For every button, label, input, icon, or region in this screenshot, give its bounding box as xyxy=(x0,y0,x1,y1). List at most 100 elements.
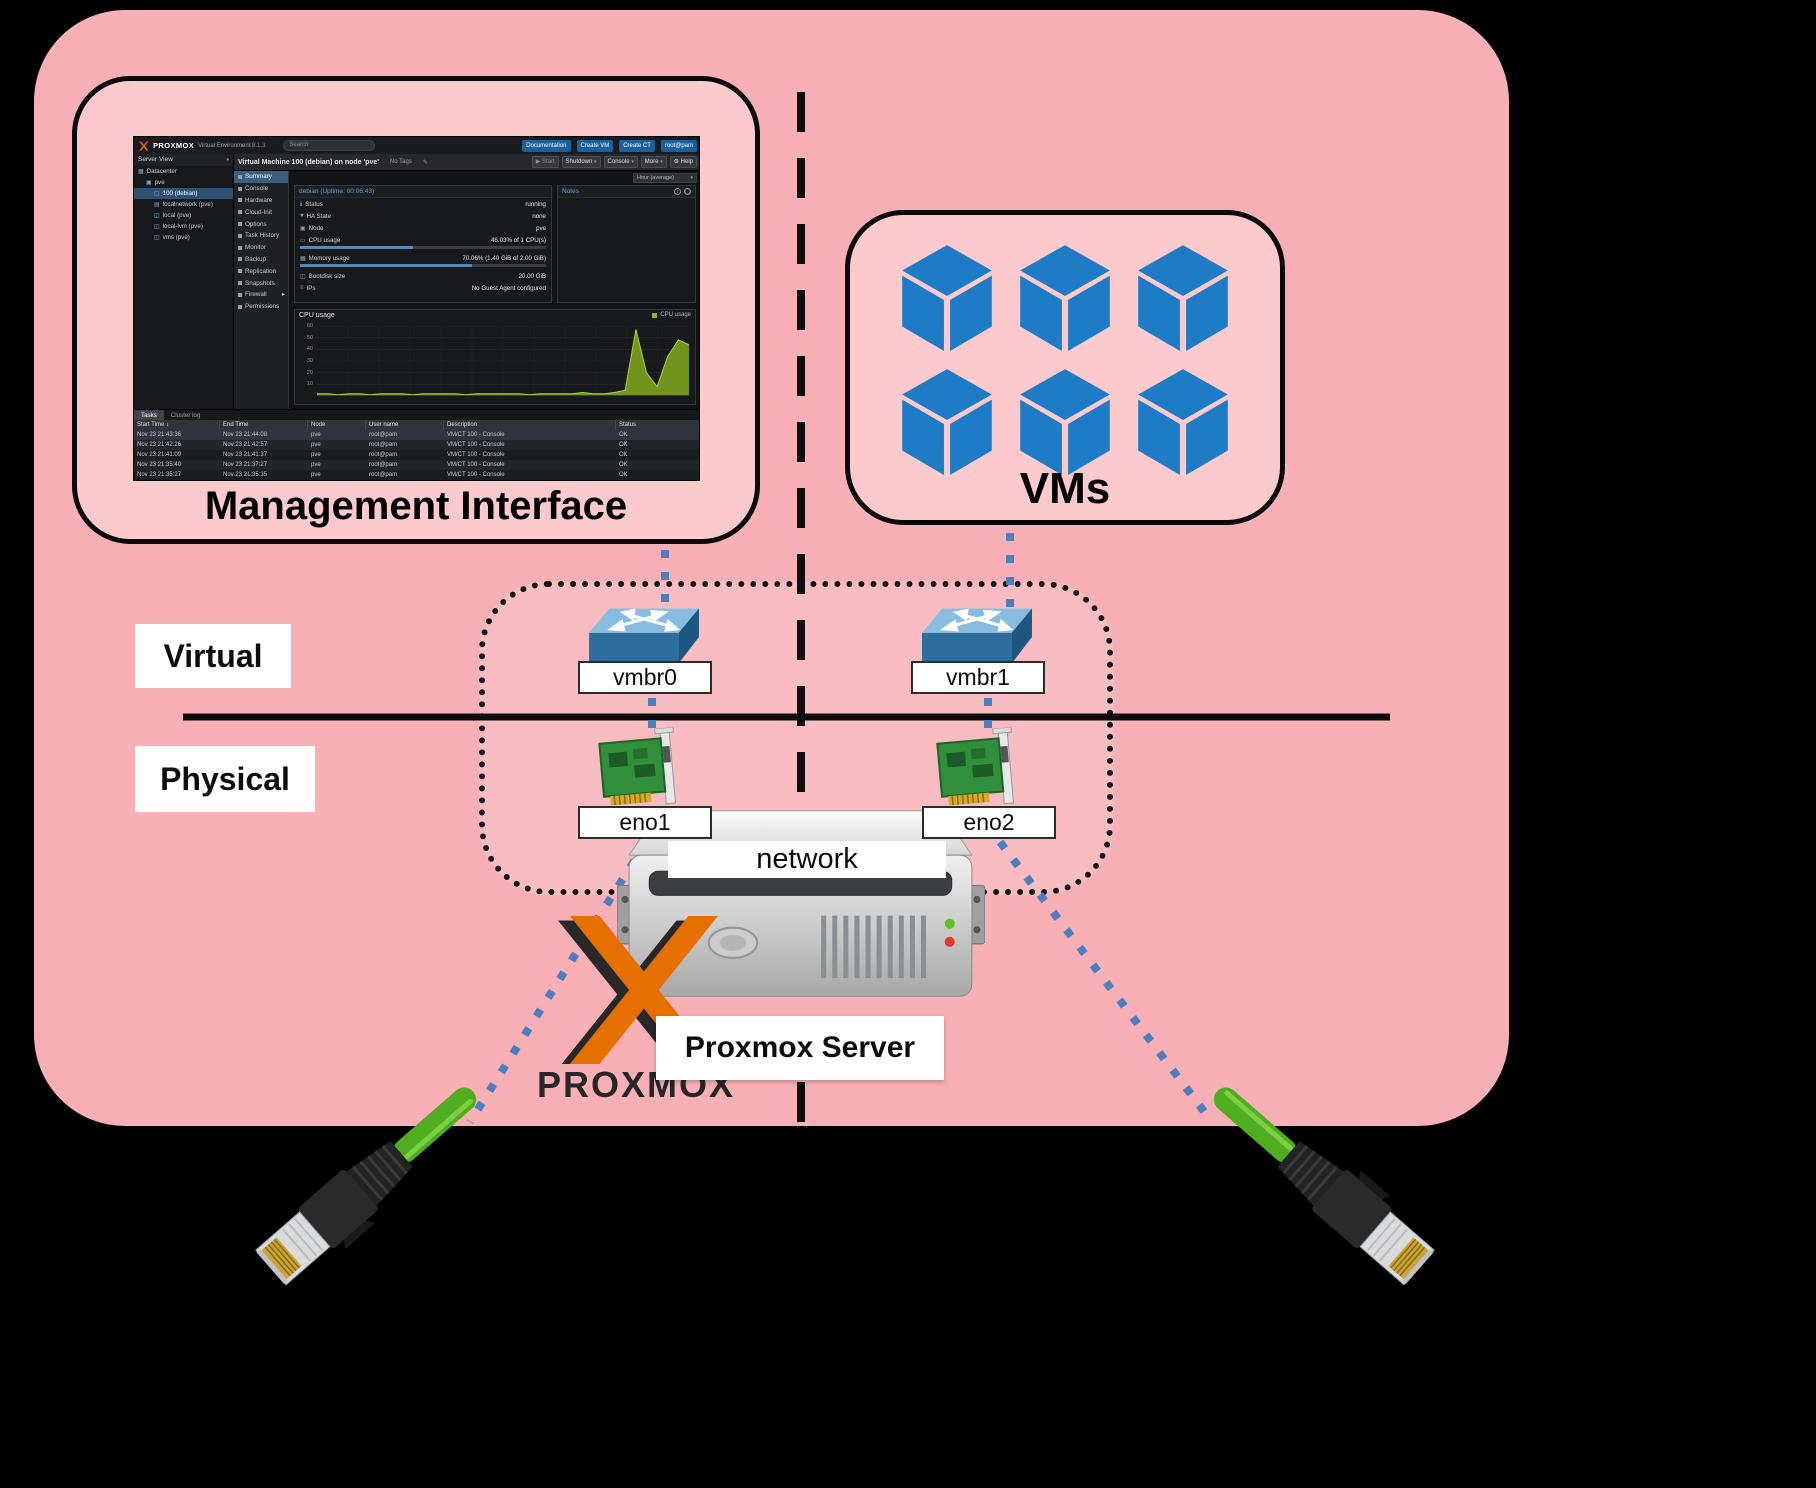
menu-item-icon xyxy=(238,269,242,274)
log-tabs: Tasks Cluster log xyxy=(134,409,699,420)
create-ct-button[interactable]: Create CT xyxy=(619,139,655,152)
shutdown-button[interactable]: Shutdown ▾ xyxy=(561,156,601,168)
legend-swatch-icon xyxy=(652,312,658,318)
vmbr1-switch-icon xyxy=(922,608,1032,664)
col-user-name[interactable]: User name xyxy=(366,420,444,430)
vm-cube-icon xyxy=(1138,245,1228,351)
menu-item-options[interactable]: Options xyxy=(234,218,288,230)
start-icon: ▶ xyxy=(535,159,541,165)
search-input[interactable]: Search xyxy=(283,140,376,151)
menu-item-firewall[interactable]: Firewall▸ xyxy=(234,289,288,301)
vm-menu: Summary Console Hardware Cloud-Init Opti… xyxy=(234,171,289,409)
storage-icon: ◫ xyxy=(154,224,160,230)
col-node[interactable]: Node xyxy=(308,420,366,430)
tree-item-local-lvm[interactable]: ◫local-lvm (pve) xyxy=(154,223,203,230)
tree-item-local[interactable]: ◫local (pve) xyxy=(154,212,192,219)
proxmox-console-screenshot: PROXMOX Virtual Environment 8.1.3 Search… xyxy=(133,136,700,481)
vmbr1-label: vmbr1 xyxy=(911,661,1045,694)
menu-item-task-history[interactable]: Task History xyxy=(234,230,288,242)
menu-item-monitor[interactable]: Monitor xyxy=(234,242,288,254)
storage-icon: ◫ xyxy=(154,235,160,241)
menu-item-hardware[interactable]: Hardware xyxy=(234,195,288,207)
edit-tags-icon[interactable]: ✎ xyxy=(422,159,428,166)
tree-view-selector[interactable]: Server View▾ xyxy=(134,154,233,166)
time-range-select[interactable]: Hour (average)▾ xyxy=(633,173,697,183)
proxmox-logo-icon xyxy=(138,140,149,151)
menu-item-snapshots[interactable]: Snapshots xyxy=(234,277,288,289)
menu-item-permissions[interactable]: Permissions xyxy=(234,301,288,313)
menu-item-icon xyxy=(238,281,242,286)
menu-item-backup[interactable]: Backup xyxy=(234,254,288,266)
memory-icon: ▦ xyxy=(300,255,306,262)
menu-item-icon xyxy=(238,186,242,191)
y-tick: 10 xyxy=(306,381,313,387)
vm-title: Virtual Machine 100 (debian) on node 'pv… xyxy=(238,158,379,166)
more-button[interactable]: More ▾ xyxy=(640,156,667,168)
management-interface-box: Management Interface PROXMOX Virtual Env… xyxy=(72,76,760,544)
info-icon[interactable]: i xyxy=(674,187,681,195)
tree-item-vm-100[interactable]: ▢100 (debian) xyxy=(134,188,233,199)
notes-panel: Notes i▢ xyxy=(557,185,696,303)
chevron-down-icon: ▾ xyxy=(631,159,634,165)
tree-item-localnetwork[interactable]: ▤localnetwork (pve) xyxy=(154,201,213,208)
vms-title: VMs xyxy=(1019,464,1111,513)
menu-item-icon xyxy=(238,292,242,297)
chevron-right-icon: ▸ xyxy=(281,291,285,299)
menu-item-icon xyxy=(238,174,242,179)
tab-cluster-log[interactable]: Cluster log xyxy=(170,412,201,419)
expand-icon[interactable]: ▢ xyxy=(684,187,691,195)
documentation-button[interactable]: Documentation xyxy=(522,139,571,152)
cpu-usage-area-chart xyxy=(317,326,689,396)
tree-item-node[interactable]: ▣pve xyxy=(146,179,165,186)
y-tick: 50 xyxy=(306,335,313,341)
cpu-icon: ▭ xyxy=(300,237,306,244)
menu-item-summary[interactable]: Summary xyxy=(234,171,288,183)
chart-title: CPU usage xyxy=(299,312,335,319)
menu-item-icon xyxy=(238,210,242,215)
vm-cube-icon xyxy=(1020,369,1110,475)
menu-item-replication[interactable]: Replication xyxy=(234,265,288,277)
eno1-label: eno1 xyxy=(578,806,712,839)
start-button[interactable]: ▶ Start xyxy=(531,156,559,168)
menu-item-icon xyxy=(238,233,242,238)
tab-tasks[interactable]: Tasks xyxy=(134,410,164,420)
chart-line-series xyxy=(317,329,689,396)
node-row: ▣Node pve xyxy=(300,224,546,232)
management-interface-title: Management Interface xyxy=(204,484,628,528)
console-button[interactable]: Console ▾ xyxy=(603,156,638,168)
chart-legend: CPU usage xyxy=(652,312,691,318)
tree-item-datacenter[interactable]: ▦Datacenter xyxy=(138,168,177,175)
vm-cube-icon xyxy=(902,369,992,475)
menu-item-cloud-init[interactable]: Cloud-Init xyxy=(234,206,288,218)
user-menu-button[interactable]: root@pam xyxy=(660,139,697,152)
help-button[interactable]: ⚙ Help xyxy=(669,156,697,168)
ethernet-cable-icon xyxy=(1213,1087,1435,1286)
datacenter-icon: ▦ xyxy=(138,169,144,175)
col-status[interactable]: Status xyxy=(616,420,699,430)
col-description[interactable]: Description xyxy=(444,420,616,430)
physical-layer-label: Physical xyxy=(135,746,315,812)
ips-row: ≡IPs No Guest Agent configured xyxy=(300,284,546,292)
menu-item-icon xyxy=(238,245,242,250)
y-tick: 60 xyxy=(306,323,313,329)
create-vm-button[interactable]: Create VM xyxy=(576,139,614,152)
col-end-time[interactable]: End Time xyxy=(220,420,308,430)
menu-item-console[interactable]: Console xyxy=(234,183,288,195)
storage-icon: ◫ xyxy=(154,213,160,219)
cpu-bar-fill xyxy=(300,246,414,249)
vm-tags: No Tags xyxy=(389,159,412,165)
col-start-time[interactable]: Start Time ↓ xyxy=(134,420,220,430)
vm-cube-icon xyxy=(1138,369,1228,475)
cpu-usage-chart-panel: CPU usage CPU usage 60 50 40 30 20 10 xyxy=(294,309,696,405)
info-icon: ℹ xyxy=(300,201,303,208)
memory-bar-fill xyxy=(300,264,473,267)
y-tick: 20 xyxy=(306,370,313,376)
chevron-down-icon: ▾ xyxy=(594,159,597,165)
tree-item-vms-storage[interactable]: ◫vms (pve) xyxy=(154,234,190,241)
